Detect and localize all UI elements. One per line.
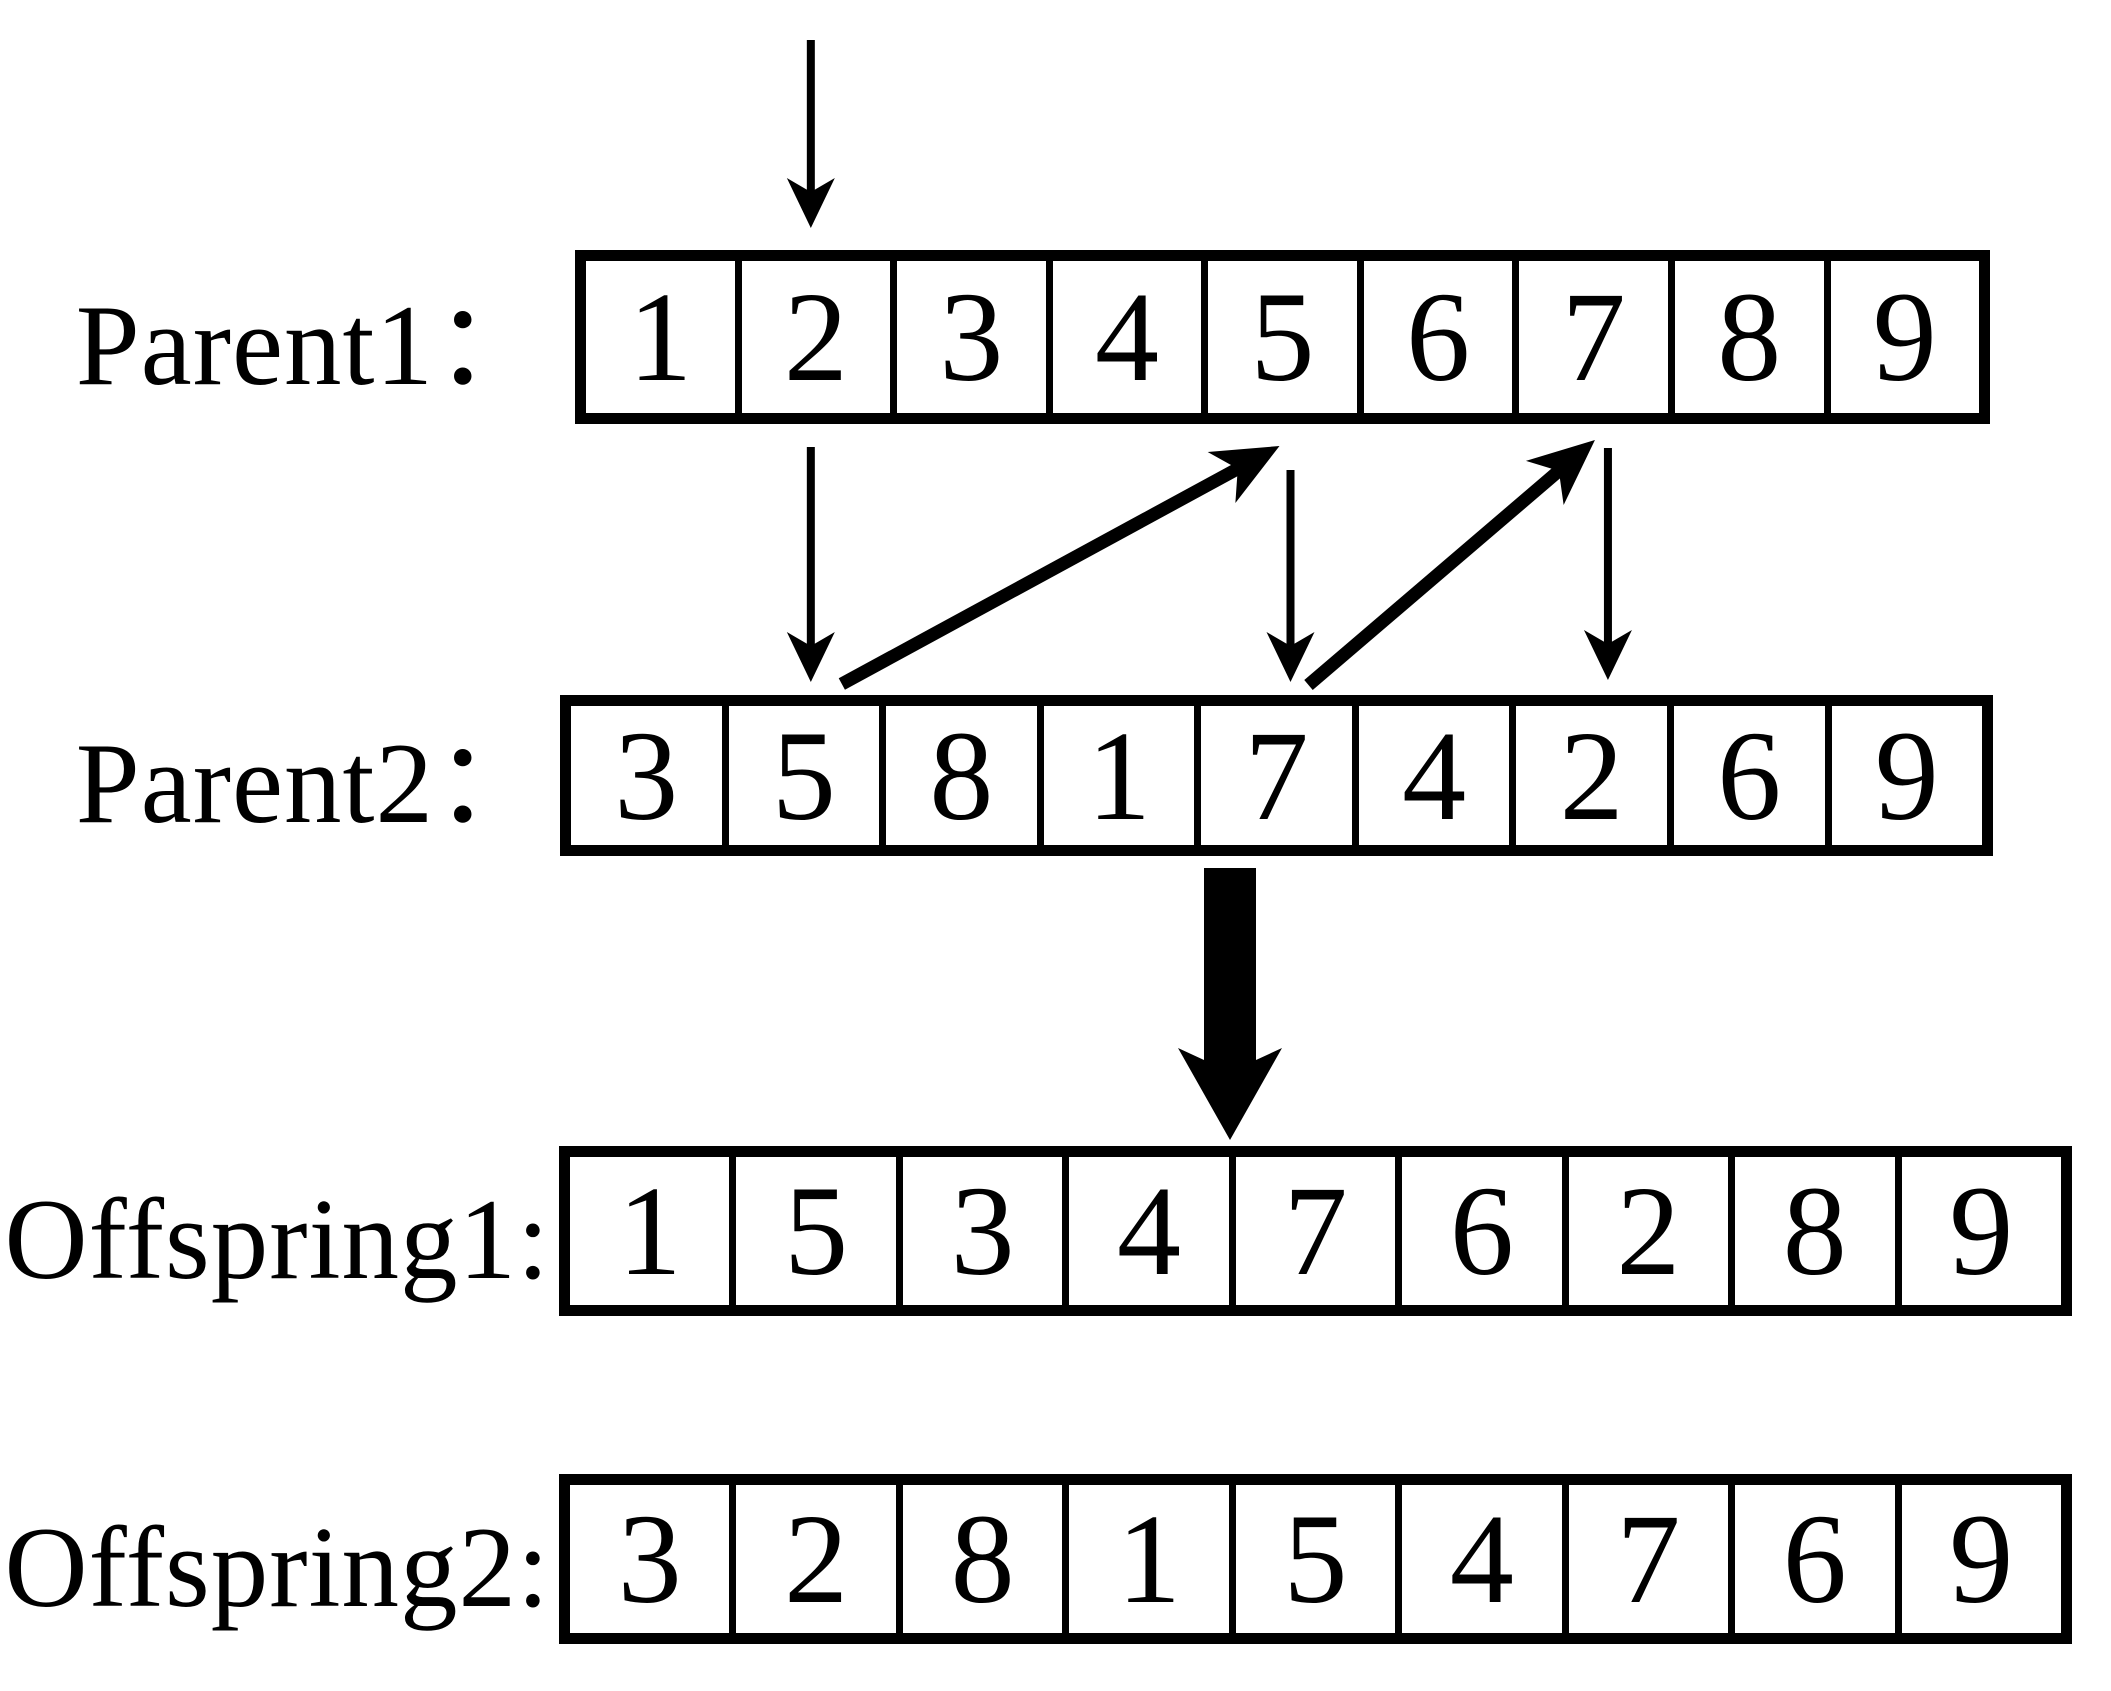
offspring2-cell-3: 8 xyxy=(895,1485,1062,1633)
parent2-cell-5: 7 xyxy=(1194,706,1352,845)
parent2-cell-9: 9 xyxy=(1824,704,1983,847)
offspring2-label: Offspring2: xyxy=(4,1503,550,1631)
offspring2-cell-9: 9 xyxy=(1894,1485,2061,1633)
offspring1-cell-8: 8 xyxy=(1728,1157,1894,1305)
parent2-label: Parent2： xyxy=(75,720,550,847)
cell-value: 4 xyxy=(1117,1160,1182,1302)
cell-value: 1 xyxy=(1117,1488,1182,1630)
cell-value: 8 xyxy=(1717,266,1782,408)
offspring2-cell-5: 5 xyxy=(1228,1485,1395,1633)
offspring2-cell-4: 1 xyxy=(1062,1485,1228,1633)
cell-value: 9 xyxy=(1874,704,1939,847)
cell-value: 4 xyxy=(1402,704,1467,847)
cell-value: 5 xyxy=(771,704,836,847)
cell-value: 7 xyxy=(1561,266,1626,408)
cell-value: 8 xyxy=(929,704,994,847)
parent1-label: Parent1： xyxy=(75,281,550,409)
offspring1-cell-5: 7 xyxy=(1228,1157,1395,1305)
parent1-cell-7: 7 xyxy=(1512,261,1668,413)
cell-value: 6 xyxy=(1406,266,1471,408)
cell-value: 3 xyxy=(950,1160,1015,1302)
offspring2-cell-1: 3 xyxy=(570,1485,729,1633)
mapping-arrow-2 xyxy=(1304,440,1595,690)
parent1-cell-1: 1 xyxy=(586,261,735,413)
offspring1-cell-1: 1 xyxy=(570,1157,729,1305)
cell-value: 8 xyxy=(950,1488,1015,1630)
cell-value: 8 xyxy=(1782,1160,1847,1302)
parent2-cell-1: 3 xyxy=(571,706,722,845)
copy-arrow-2 xyxy=(1266,470,1315,682)
parent2-cell-4: 1 xyxy=(1036,704,1195,847)
offspring2-cell-6: 4 xyxy=(1395,1485,1561,1633)
parent1-cell-2: 2 xyxy=(734,261,891,413)
cell-value: 9 xyxy=(1949,1488,2014,1630)
parent2-cell-6: 4 xyxy=(1351,704,1510,847)
cell-value: 1 xyxy=(628,266,693,408)
cell-value: 1 xyxy=(1086,704,1151,847)
offspring1-label: Offspring1: xyxy=(4,1175,550,1303)
cell-value: 9 xyxy=(1949,1160,2014,1302)
parent2-cell-7: 2 xyxy=(1509,706,1667,845)
cell-value: 3 xyxy=(939,266,1004,408)
cell-value: 9 xyxy=(1872,266,1937,408)
cell-value: 5 xyxy=(1250,266,1315,408)
cell-value: 1 xyxy=(617,1160,682,1302)
offspring1-cell-4: 4 xyxy=(1062,1157,1228,1305)
cell-value: 4 xyxy=(1094,266,1159,408)
mapping-arrow-1 xyxy=(838,446,1280,690)
cell-value: 6 xyxy=(1782,1488,1847,1630)
cell-value: 7 xyxy=(1244,704,1309,847)
cell-value: 7 xyxy=(1283,1160,1348,1302)
offspring1-cell-6: 6 xyxy=(1395,1157,1561,1305)
offspring1-cell-2: 5 xyxy=(729,1157,895,1305)
cell-value: 2 xyxy=(1616,1160,1681,1302)
cell-value: 5 xyxy=(1283,1488,1348,1630)
parent2-cell-8: 6 xyxy=(1666,704,1825,847)
copy-arrow-1 xyxy=(786,447,835,682)
parent1-cell-6: 6 xyxy=(1356,261,1513,413)
offspring2-cell-8: 6 xyxy=(1728,1485,1894,1633)
parent2-cell-3: 8 xyxy=(879,706,1037,845)
parent1-cell-3: 3 xyxy=(890,261,1046,413)
cell-value: 7 xyxy=(1616,1488,1681,1630)
parent1-cell-9: 9 xyxy=(1823,261,1980,413)
cell-value: 3 xyxy=(614,704,679,847)
cell-value: 4 xyxy=(1449,1488,1514,1630)
parent2-cell-2: 5 xyxy=(721,704,880,847)
offspring1-cell-7: 2 xyxy=(1561,1157,1728,1305)
cell-value: 6 xyxy=(1717,704,1782,847)
cell-value: 2 xyxy=(1559,704,1624,847)
cell-value: 5 xyxy=(784,1160,849,1302)
offspring1-cell-3: 3 xyxy=(895,1157,1062,1305)
result-arrow xyxy=(1178,868,1282,1140)
cell-value: 3 xyxy=(617,1488,682,1630)
crossover-point-arrow xyxy=(786,40,835,228)
parent1-cell-8: 8 xyxy=(1667,261,1824,413)
parent1-cell-5: 5 xyxy=(1201,261,1357,413)
copy-arrow-3 xyxy=(1583,448,1632,680)
cell-value: 2 xyxy=(784,1488,849,1630)
cell-value: 2 xyxy=(783,266,848,408)
offspring2-cell-2: 2 xyxy=(729,1485,895,1633)
offspring2-cell-7: 7 xyxy=(1561,1485,1728,1633)
cell-value: 6 xyxy=(1449,1160,1514,1302)
offspring1-cell-9: 9 xyxy=(1894,1157,2061,1305)
parent1-cell-4: 4 xyxy=(1045,261,1202,413)
